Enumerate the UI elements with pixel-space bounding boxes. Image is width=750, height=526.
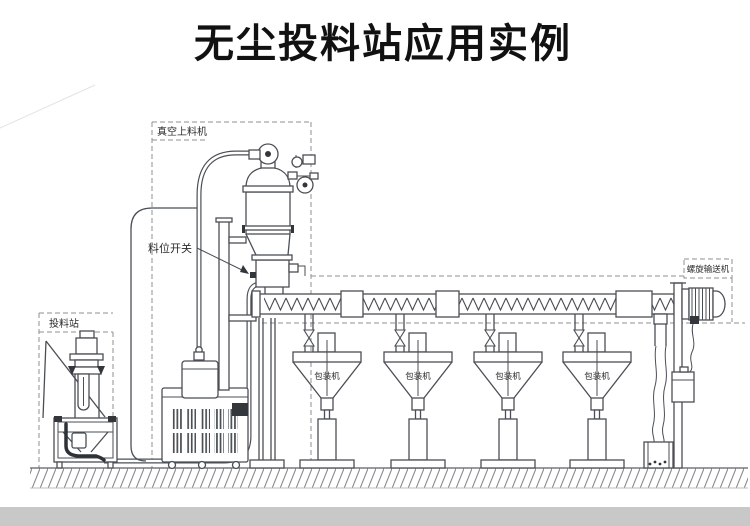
packing-machine-3: 包装机: [473, 313, 543, 469]
filter-tank: [181, 360, 219, 399]
photo-edge-artifact: [0, 84, 96, 129]
conveyor-coupling: [615, 290, 653, 318]
vacuum-feeder-label: 真空上料机: [157, 125, 207, 138]
ground: [30, 467, 748, 489]
terminal-box: [690, 316, 699, 324]
floor-bin: [643, 441, 674, 469]
packing-machine-label: 包装机: [495, 371, 521, 382]
receiver-stand: [215, 217, 257, 391]
vacuum-receiver: [242, 143, 319, 296]
caster-wheel: [197, 460, 207, 470]
drive-motor: [681, 287, 726, 373]
vacuum-line: [196, 150, 250, 356]
vacuum-pump-cabinet: [161, 346, 249, 470]
conveyor-legs: [249, 318, 285, 469]
pulse-valve-cluster: [287, 154, 319, 194]
suction-elbow: [232, 403, 248, 416]
level-switch-callout: 料位开关: [148, 241, 249, 274]
level-switch-label: 料位开关: [148, 241, 192, 255]
screw-conveyor: [251, 290, 675, 318]
packing-machine-2: 包装机: [383, 313, 453, 469]
vacuum-hose: [130, 207, 197, 462]
packing-machine-label: 包装机: [405, 371, 431, 382]
conveyor-coupling: [435, 290, 460, 318]
caster-wheel: [231, 460, 241, 470]
packing-machine-label: 包装机: [584, 371, 610, 382]
feeding-station-label: 投料站: [49, 317, 79, 330]
level-switch-sensor: [250, 272, 256, 278]
dashed-boundary-feeding-station: [38, 312, 114, 468]
screw-conveyor-label: 螺旋输送机: [687, 264, 730, 275]
caster-wheel: [167, 460, 177, 470]
packing-machine-1: 包装机: [292, 313, 362, 469]
conveyor-coupling: [340, 290, 364, 318]
feeding-station: [42, 330, 118, 469]
packing-machine-4: 包装机: [562, 313, 632, 469]
control-box: [671, 366, 695, 403]
discharge-hose: [643, 313, 674, 469]
bottom-bar: [0, 507, 750, 526]
packing-machine-label: 包装机: [314, 371, 340, 382]
dashed-boundary-vacuum-feeder: [151, 121, 312, 468]
page-title: 无尘投料站应用实例: [194, 21, 572, 67]
motor-cable: [689, 323, 695, 373]
